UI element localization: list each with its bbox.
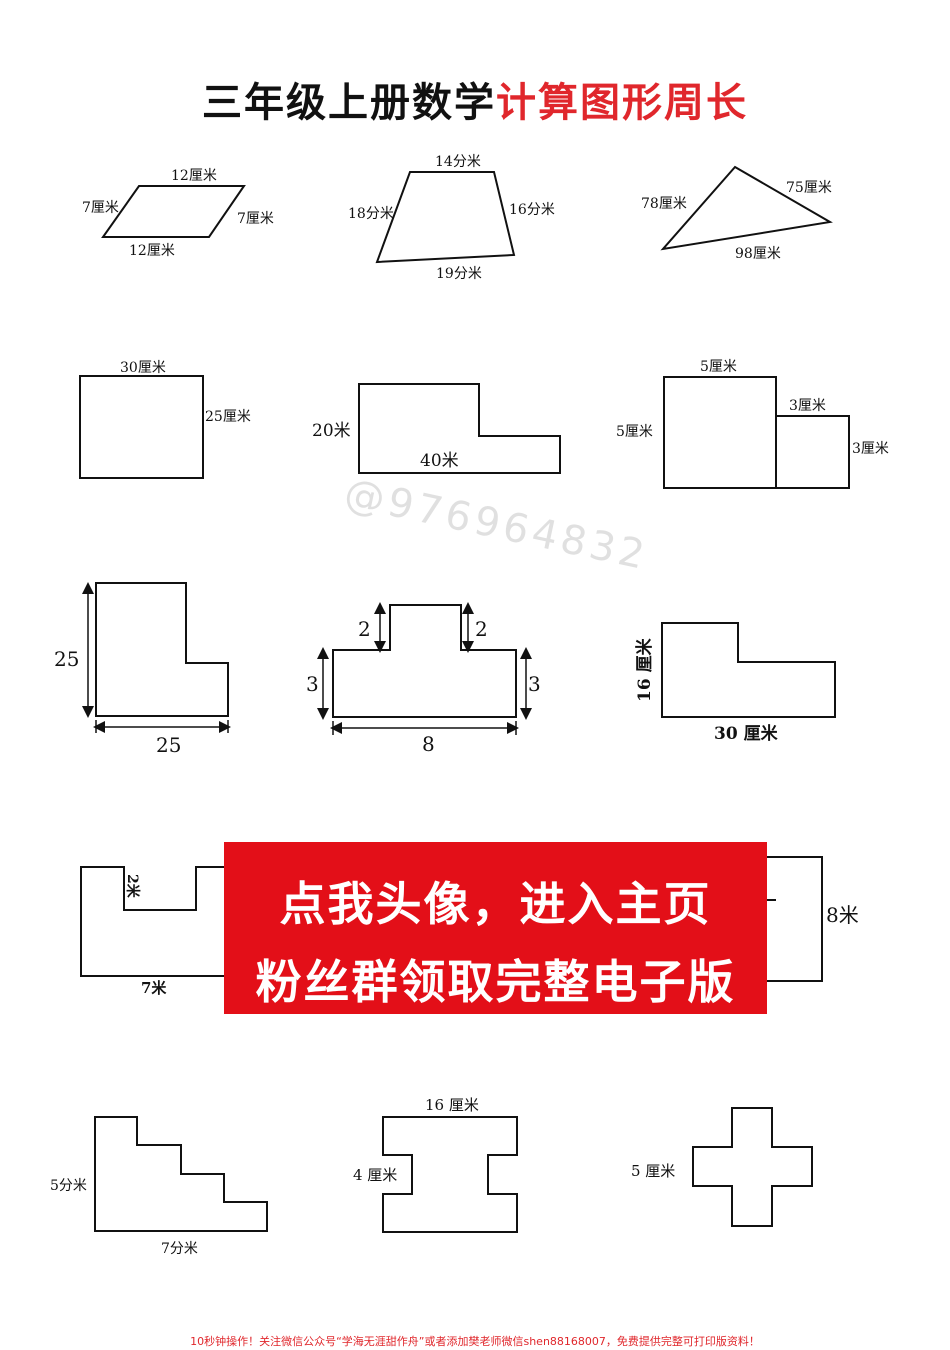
h-top-label: 16 厘米	[425, 1096, 479, 1114]
squares-small-top-label: 3厘米	[789, 398, 826, 414]
cross-arm-label: 5 厘米	[631, 1162, 675, 1180]
t-right-side-label: 3	[528, 672, 541, 696]
banner-line-2: 粉丝群领取完整电子版	[255, 955, 736, 1009]
squares-left-label: 5厘米	[616, 424, 653, 440]
l1-left-label: 20米	[312, 421, 351, 441]
u-shape	[80, 866, 224, 977]
u-bottom-label: 7米	[141, 979, 167, 997]
footer-note: 10秒钟操作！关注微信公众号“学海无涯甜作舟”或者添加樊老师微信shen8816…	[190, 1335, 760, 1348]
l-shape-3	[661, 622, 836, 718]
l1-bottom-label: 40米	[420, 451, 459, 471]
para-bottom-label: 12厘米	[129, 243, 175, 259]
triangle-shape	[660, 165, 833, 251]
l2-height-label: 25	[54, 647, 79, 671]
para-right-label: 7厘米	[237, 211, 274, 227]
banner-line-1: 点我头像，进入主页	[279, 877, 712, 931]
rectangle-shape	[79, 375, 204, 479]
cross-shape	[692, 1107, 813, 1227]
title-red: 计算图形周长	[496, 80, 748, 126]
trapezoid-shape	[375, 171, 516, 264]
tri-right-label: 75厘米	[786, 180, 832, 196]
page-title: 三年级上册数学计算图形周长	[0, 70, 950, 128]
promo-banner[interactable]: 点我头像，进入主页 粉丝群领取完整电子版	[224, 842, 767, 1014]
t-left-notch-label: 2	[358, 617, 371, 641]
step-shape	[767, 856, 823, 982]
parallelogram-shape	[101, 185, 246, 238]
rect-right-label: 25厘米	[205, 409, 251, 425]
t-bottom-label: 8	[422, 732, 435, 756]
l-shape-2	[95, 582, 229, 717]
step-right-label: 8米	[826, 903, 859, 927]
squares-small-right-label: 3厘米	[852, 441, 889, 457]
trap-right-label: 16分米	[509, 202, 555, 218]
rect-top-label: 30厘米	[120, 360, 166, 376]
l2-width-label: 25	[156, 733, 181, 757]
l3-bottom-label: 30 厘米	[714, 723, 779, 744]
l-shape-1	[358, 383, 561, 474]
trap-left-label: 18分米	[348, 206, 394, 222]
h-notch-label: 4 厘米	[353, 1166, 397, 1184]
l3-left-label: 16 厘米	[634, 637, 655, 702]
h-shape	[382, 1116, 518, 1233]
trap-top-label: 14分米	[435, 154, 481, 170]
square-large-shape	[663, 376, 777, 489]
squares-top-label: 5厘米	[700, 359, 737, 375]
stairs-left-label: 5分米	[50, 1178, 87, 1194]
stairs-shape	[94, 1116, 268, 1232]
t-shape	[332, 604, 517, 718]
title-black: 三年级上册数学	[202, 80, 496, 126]
square-small-shape	[775, 415, 850, 489]
t-left-side-label: 3	[306, 672, 319, 696]
tri-bottom-label: 98厘米	[735, 246, 781, 262]
para-left-label: 7厘米	[82, 200, 119, 216]
trap-bottom-label: 19分米	[436, 266, 482, 282]
tri-left-label: 78厘米	[641, 196, 687, 212]
para-top-label: 12厘米	[171, 168, 217, 184]
stairs-bottom-label: 7分米	[161, 1241, 198, 1257]
t-right-notch-label: 2	[475, 617, 488, 641]
u-notch-label: 2米	[124, 874, 141, 899]
